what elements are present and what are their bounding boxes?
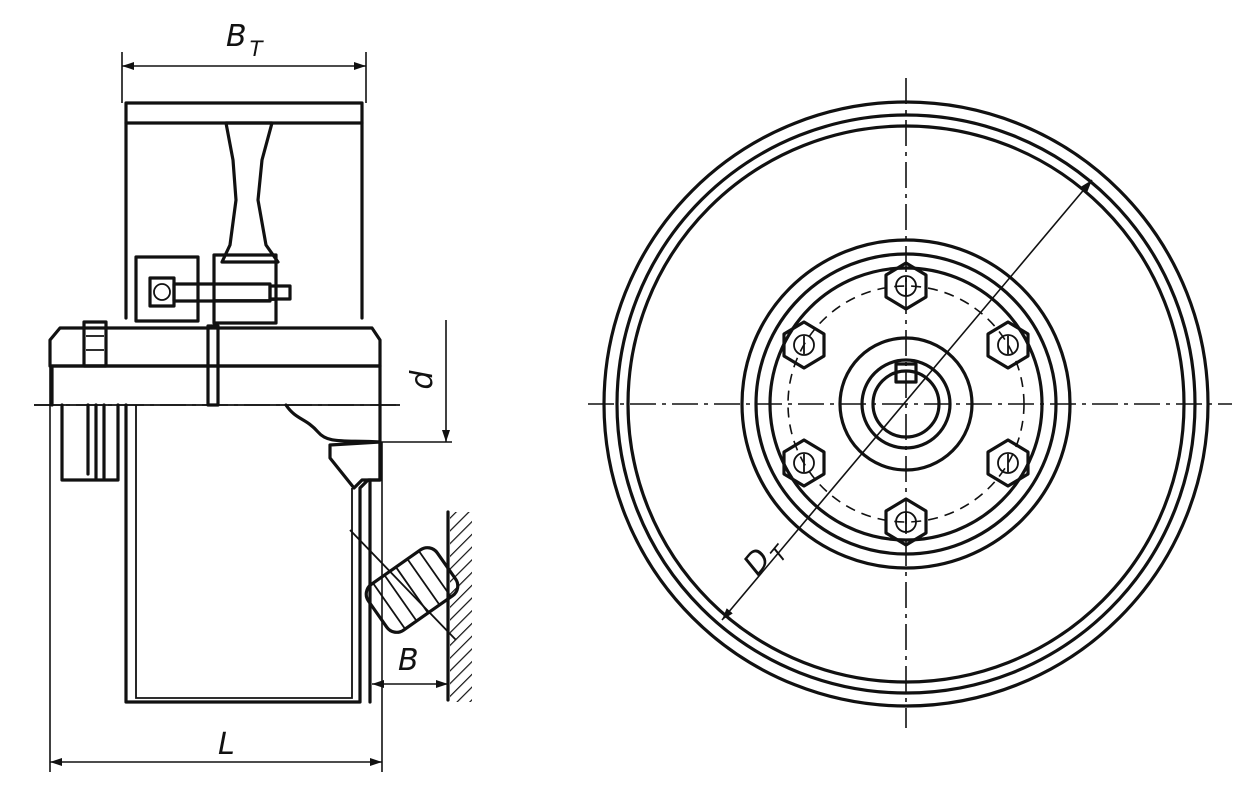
dim-dt-line [721, 179, 1093, 621]
shaft [50, 364, 382, 482]
shaft-threads [86, 403, 106, 480]
wall-hatch [450, 512, 472, 702]
spring-axis [349, 529, 457, 641]
hub [48, 326, 382, 368]
label-b: B [398, 643, 419, 678]
bolt-bottom-right [986, 438, 1030, 488]
lower-body [124, 403, 382, 704]
bolt-top-left [782, 320, 826, 370]
rim-body [124, 121, 364, 320]
label-dt: DT [737, 529, 794, 586]
bolt-bottom-left [782, 438, 826, 488]
break-line [284, 403, 382, 444]
rim-inner [626, 124, 1186, 684]
label-d: d [405, 370, 440, 390]
bearing-cage [212, 253, 278, 325]
rim-mid [615, 113, 1197, 695]
bearing-housing [134, 255, 200, 323]
bearing-bolt [172, 282, 272, 303]
lower-rim-section [328, 440, 382, 490]
bolt-top-right [986, 320, 1030, 370]
front-view: DT [588, 78, 1232, 728]
bearing-bolt-head [153, 283, 171, 301]
lower-body-inner [135, 405, 353, 699]
rim-flange [124, 101, 364, 125]
wheel-web [220, 121, 280, 264]
rim-outer [602, 100, 1210, 708]
label-l: L [218, 727, 235, 762]
